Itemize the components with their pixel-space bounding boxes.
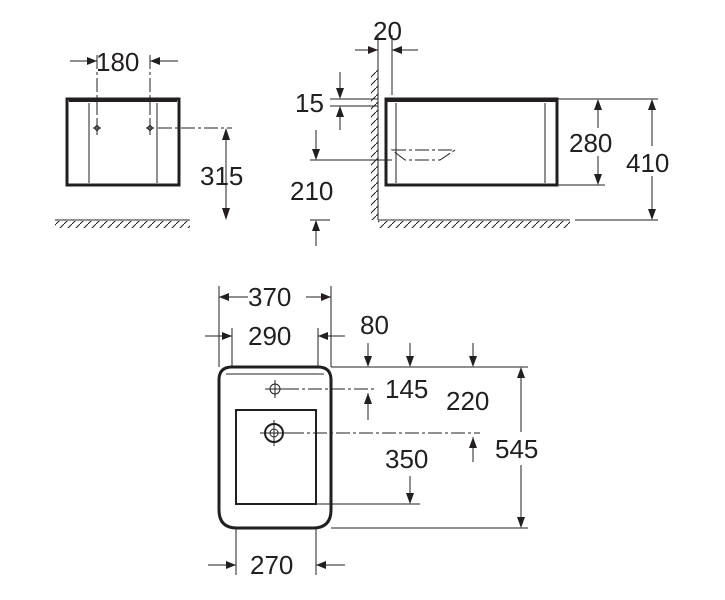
dim-350-label: 350 [385, 444, 428, 474]
dim-20-label: 20 [373, 16, 402, 46]
left-side-view: 180 315 [55, 47, 243, 228]
dim-280-label: 280 [569, 128, 612, 158]
bidet-bowl [235, 409, 317, 505]
fixing-hole-left [93, 120, 101, 135]
dim-15-label: 15 [295, 88, 324, 118]
plan-view: 370 290 80 145 220 350 [205, 282, 538, 580]
drain-hole [260, 420, 290, 446]
dim-410-label: 410 [626, 148, 669, 178]
dim-210-label: 210 [290, 176, 333, 206]
right-side-view: 20 15 210 280 410 [290, 16, 669, 246]
dim-180-label: 180 [96, 47, 139, 77]
dim-315-label: 315 [200, 161, 243, 191]
dim-290-label: 290 [248, 321, 291, 351]
dim-145-label: 145 [385, 374, 428, 404]
dim-80-label: 80 [360, 310, 389, 340]
dim-545-label: 545 [495, 434, 538, 464]
wall-hatch [371, 70, 378, 220]
fixing-hole-right [146, 120, 154, 135]
bidet-side-body [384, 97, 559, 187]
tap-hole [265, 380, 285, 398]
bidet-plan-outline [217, 365, 333, 530]
dim-270-label: 270 [250, 550, 293, 580]
bidet-front-body [65, 97, 181, 187]
dim-220-label: 220 [446, 386, 489, 416]
floor-hatch-right [378, 221, 570, 228]
floor-hatch-left [55, 221, 190, 228]
dim-370-label: 370 [248, 282, 291, 312]
